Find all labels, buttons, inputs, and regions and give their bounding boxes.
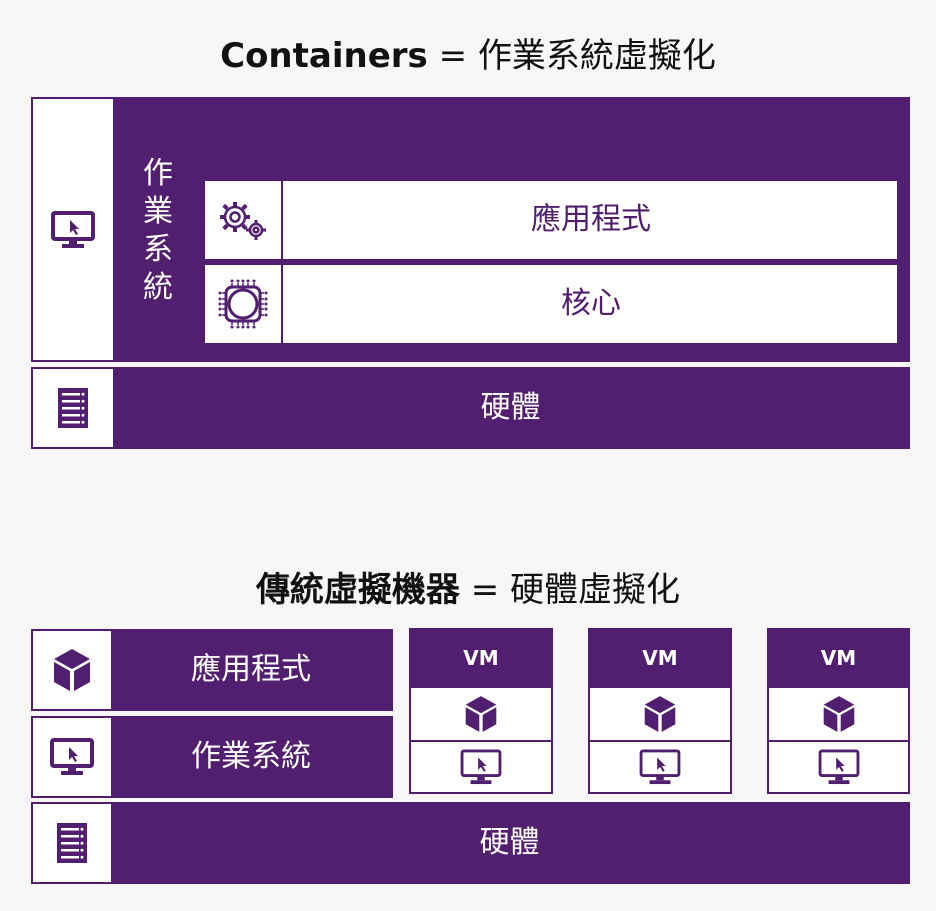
vm-hardware-label: 硬體 — [479, 825, 540, 860]
monitor-icon — [51, 210, 95, 249]
cube-icon — [52, 648, 92, 692]
server-icon — [58, 388, 88, 428]
cube-icon — [464, 695, 498, 733]
containers-os-block: 作業系統 — [31, 97, 910, 362]
vm-card-os-row — [769, 742, 908, 792]
monitor-icon — [50, 738, 94, 776]
app-icon-cell — [205, 181, 283, 259]
vm-hardware-purple-area: 硬體 — [111, 804, 908, 882]
kernel-icon-cell — [205, 265, 283, 343]
vm-card-header: VM — [411, 630, 551, 686]
container-kernel-label: 核心 — [561, 286, 621, 321]
vm-os-icon-cell — [33, 718, 111, 796]
vm-app-block: 應用程式 — [31, 629, 393, 711]
os-icon-cell — [33, 99, 113, 360]
monitor-icon — [817, 749, 861, 785]
vm-title-bold: 傳統虛擬機器 — [255, 570, 460, 610]
container-app-row: 應用程式 — [205, 181, 897, 259]
vm-card-app-row — [590, 688, 730, 740]
vm-card-os-row — [590, 742, 730, 792]
os-vertical-label: 作業系統 — [143, 156, 173, 305]
hardware-icon-cell — [33, 369, 113, 447]
vm-app-purple-area: 應用程式 — [111, 631, 391, 709]
vm-title: 傳統虛擬機器 = 硬體虛擬化 — [0, 562, 936, 611]
server-icon — [57, 823, 87, 863]
containers-hardware-label: 硬體 — [480, 390, 541, 425]
vm-card-app-row — [411, 688, 551, 740]
monitor-icon — [459, 749, 503, 785]
vm-card-header: VM — [769, 630, 908, 686]
vm-card-os-row — [411, 742, 551, 792]
vm-card-app-row — [769, 688, 908, 740]
cube-icon — [822, 695, 856, 733]
containers-title: Containers = 作業系統虛擬化 — [0, 28, 936, 77]
containers-title-bold: Containers — [220, 36, 428, 76]
vm-app-label: 應用程式 — [191, 652, 311, 687]
os-purple-area: 作業系統 — [113, 99, 908, 360]
containers-hardware-block: 硬體 — [31, 367, 910, 449]
vm-os-label: 作業系統 — [191, 739, 311, 774]
container-kernel-row: 核心 — [205, 265, 897, 343]
gears-icon — [217, 198, 269, 242]
vm-card: VM — [409, 628, 553, 794]
vm-title-rest: = 硬體虛擬化 — [459, 570, 681, 610]
hardware-purple-area: 硬體 — [113, 369, 908, 447]
vm-card: VM — [767, 628, 910, 794]
monitor-icon — [638, 749, 682, 785]
cube-icon — [643, 695, 677, 733]
vm-os-purple-area: 作業系統 — [111, 718, 391, 796]
vm-hardware-icon-cell — [33, 804, 111, 882]
containers-title-rest: = 作業系統虛擬化 — [427, 36, 716, 76]
vm-os-block: 作業系統 — [31, 716, 393, 798]
chip-icon — [217, 278, 269, 330]
vm-card: VM — [588, 628, 732, 794]
vm-card-header: VM — [590, 630, 730, 686]
vm-app-icon-cell — [33, 631, 111, 709]
vm-hardware-block: 硬體 — [31, 802, 910, 884]
container-app-label: 應用程式 — [531, 202, 651, 237]
